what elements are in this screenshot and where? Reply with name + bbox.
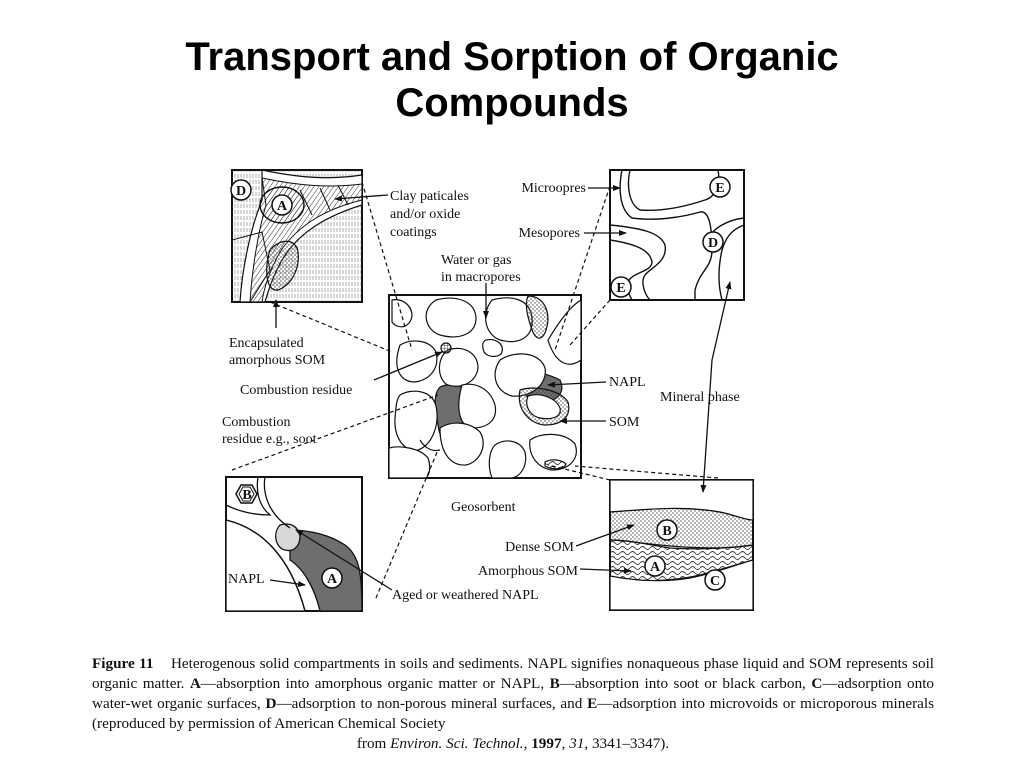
circle-label-c: C bbox=[710, 574, 720, 589]
label-soot-line2: residue e.g., soot bbox=[222, 432, 317, 447]
label-clay-line3: coatings bbox=[390, 225, 437, 240]
caption-pages: , 3341–3347). bbox=[584, 735, 670, 752]
caption-year: 1997 bbox=[531, 735, 562, 752]
caption-intro: Heterogenous solid compartments in soils… bbox=[92, 655, 935, 692]
label-geosorbent: Geosorbent bbox=[451, 500, 516, 515]
inset-top-right: E D E bbox=[609, 169, 745, 301]
slide-title-line1: Transport and Sorption of Organic bbox=[185, 35, 839, 79]
label-mesopores: Mesopores bbox=[519, 226, 580, 241]
caption-key-e: E bbox=[587, 695, 598, 712]
label-encapsulated-line2: amorphous SOM bbox=[229, 353, 326, 368]
label-clay-line1: Clay paticales bbox=[390, 189, 469, 204]
caption-text-b: —absorption into soot or black carbon, bbox=[559, 675, 806, 692]
caption-journal: Environ. Sci. Technol. bbox=[390, 735, 524, 752]
circle-label-a-bottom-right: A bbox=[650, 560, 661, 575]
caption-key-a: A bbox=[189, 675, 201, 692]
label-microopres: Microopres bbox=[521, 181, 586, 196]
label-aged-napl: Aged or weathered NAPL bbox=[392, 588, 539, 603]
label-water-line2: in macropores bbox=[441, 270, 521, 285]
inset-bottom-left: B A bbox=[225, 476, 363, 612]
label-mineral-phase: Mineral phase bbox=[660, 390, 740, 405]
caption-figure-label: Figure 11 bbox=[92, 655, 154, 672]
figure-caption: Figure 11 Heterogenous solid compartment… bbox=[92, 654, 934, 754]
caption-text-d: —adsorption to non-porous mineral surfac… bbox=[276, 695, 583, 712]
caption-key-c: C bbox=[811, 675, 823, 692]
caption-key-d: D bbox=[265, 695, 277, 712]
caption-key-b: B bbox=[549, 675, 560, 692]
caption-from: from bbox=[356, 735, 387, 752]
inset-bottom-right: B A C bbox=[609, 479, 754, 611]
label-encapsulated-line1: Encapsulated bbox=[229, 336, 304, 351]
circle-label-d: D bbox=[236, 184, 246, 199]
label-soot-line1: Combustion bbox=[222, 415, 290, 430]
caption-text-e: —adsorption into microvoids or microporo… bbox=[92, 695, 934, 732]
label-som: SOM bbox=[609, 415, 640, 430]
slide-title-line2: Compounds bbox=[395, 81, 629, 125]
circle-label-a: A bbox=[277, 199, 288, 214]
circle-label-a-bottom-left: A bbox=[327, 572, 338, 587]
hexagon-label-b: B bbox=[242, 488, 251, 503]
diagram-labels: Clay paticales and/or oxide coatings Mic… bbox=[222, 181, 740, 603]
label-napl-inset: NAPL bbox=[228, 572, 265, 587]
geosorbent-square bbox=[388, 294, 582, 479]
circle-label-e-top: E bbox=[715, 181, 724, 196]
inset-top-left: D A bbox=[230, 169, 363, 303]
label-combustion-residue: Combustion residue bbox=[240, 383, 352, 398]
label-clay-line2: and/or oxide bbox=[390, 207, 460, 222]
circle-label-e-bottom: E bbox=[616, 281, 625, 296]
slide-title: Transport and Sorption of Organic Compou… bbox=[0, 34, 1024, 126]
label-napl-center: NAPL bbox=[609, 375, 646, 390]
label-amorphous-som: Amorphous SOM bbox=[478, 564, 579, 579]
label-dense-som: Dense SOM bbox=[505, 540, 574, 555]
circle-label-b-bottom-right: B bbox=[662, 524, 671, 539]
label-water-line1: Water or gas bbox=[441, 253, 511, 268]
circle-label-d-right: D bbox=[708, 236, 718, 251]
arrows bbox=[269, 185, 732, 591]
caption-citation: from Environ. Sci. Technol., 1997, 31, 3… bbox=[356, 735, 670, 752]
caption-volume: 31 bbox=[569, 735, 585, 752]
caption-text-c: —adsorption onto water-wet organic surfa… bbox=[92, 675, 935, 712]
caption-text-a: —absorption into amorphous organic matte… bbox=[200, 675, 545, 692]
dashed-connectors bbox=[231, 181, 719, 599]
